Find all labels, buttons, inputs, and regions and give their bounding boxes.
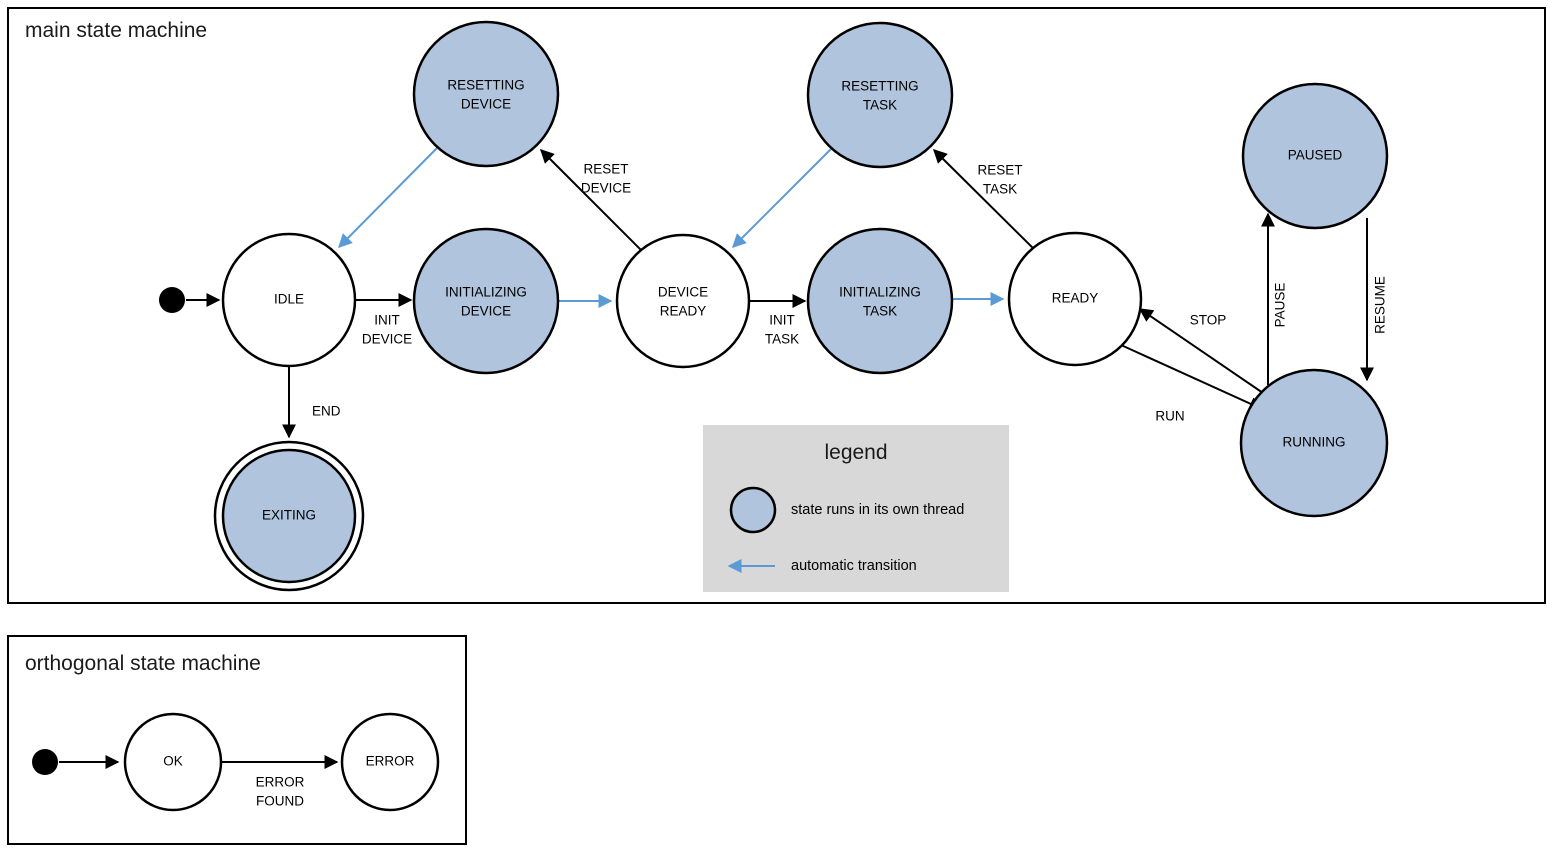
state-circle-ok[interactable] xyxy=(123,712,223,812)
state-circle-initializing-task[interactable] xyxy=(806,227,954,375)
legend-item-auto-transition-label: automatic transition xyxy=(791,558,917,574)
transition-device-ready-to-initializing-task: INIT TASK xyxy=(750,294,807,347)
state-label-initializing-device-line2: DEVICE xyxy=(461,304,511,319)
state-node-resetting-device[interactable]: RESETTING DEVICE xyxy=(412,20,560,168)
legend-item-thread-state: state runs in its own thread xyxy=(729,486,964,534)
transition-orth-start-to-ok xyxy=(32,749,120,775)
edge-label-resume: RESUME xyxy=(1373,276,1388,334)
legend-item-thread-state-label: state runs in its own thread xyxy=(791,502,964,518)
edge-resetting-task-to-device-ready xyxy=(732,148,832,248)
state-label-resetting-device-line1: RESETTING xyxy=(447,78,524,93)
edge-label-init-task-line2: TASK xyxy=(765,332,799,347)
state-node-device-ready[interactable]: DEVICE READY xyxy=(615,233,751,369)
transition-idle-to-exiting: END xyxy=(282,366,341,439)
edge-label-error-found-line1: ERROR xyxy=(256,775,305,790)
main-frame-title: main state machine xyxy=(25,19,207,42)
state-circle-initializing-device[interactable] xyxy=(412,227,560,375)
state-label-error: ERROR xyxy=(366,754,415,769)
state-circle-resetting-device[interactable] xyxy=(412,20,560,168)
edge-label-init-device-line2: DEVICE xyxy=(362,332,412,347)
edge-label-pause: PAUSE xyxy=(1273,283,1288,328)
state-label-running: RUNNING xyxy=(1283,435,1346,450)
edge-label-stop: STOP xyxy=(1190,313,1227,328)
transition-idle-to-initializing-device: INIT DEVICE xyxy=(355,293,413,347)
legend-item-auto-transition: automatic transition xyxy=(727,558,917,574)
state-node-ok[interactable]: OK xyxy=(123,712,223,812)
state-node-resetting-task[interactable]: RESETTING TASK xyxy=(806,21,954,169)
state-label-initializing-device-line1: INITIALIZING xyxy=(445,285,527,300)
transition-running-to-ready: STOP xyxy=(1138,308,1264,394)
state-circle-error[interactable] xyxy=(340,712,440,812)
state-circle-exiting[interactable] xyxy=(221,448,357,584)
state-node-idle[interactable]: IDLE xyxy=(221,232,357,368)
transition-start-to-idle xyxy=(159,287,221,313)
transition-resetting-task-to-device-ready xyxy=(732,148,832,248)
orthogonal-initial-state-dot xyxy=(32,749,58,775)
state-label-initializing-task-line2: TASK xyxy=(863,304,897,319)
edge-resetting-device-to-idle xyxy=(338,147,438,248)
edge-label-error-found-line2: FOUND xyxy=(256,794,304,809)
edge-ready-to-resetting-task xyxy=(933,149,1042,257)
state-node-error[interactable]: ERROR xyxy=(340,712,440,812)
state-node-running[interactable]: RUNNING xyxy=(1239,368,1389,518)
edge-label-init-device-line1: INIT xyxy=(374,313,400,328)
transition-device-ready-to-resetting-device: RESET DEVICE xyxy=(540,149,650,259)
edge-label-init-task-line1: INIT xyxy=(769,313,795,328)
state-label-device-ready-line1: DEVICE xyxy=(658,285,708,300)
state-circle-idle[interactable] xyxy=(221,232,357,368)
edge-label-run: RUN xyxy=(1155,409,1184,424)
transition-paused-to-running: RESUME xyxy=(1360,218,1388,382)
edge-label-reset-device-line1: RESET xyxy=(583,162,628,177)
state-label-device-ready-line2: READY xyxy=(660,304,707,319)
transition-ready-to-running: RUN xyxy=(1120,344,1264,424)
edge-running-to-ready xyxy=(1138,308,1264,394)
state-circle-ready[interactable] xyxy=(1007,231,1143,367)
state-label-exiting: EXITING xyxy=(262,508,316,523)
edge-ready-to-running xyxy=(1120,344,1264,411)
state-node-initializing-device[interactable]: INITIALIZING DEVICE xyxy=(412,227,560,375)
state-label-paused: PAUSED xyxy=(1288,148,1343,163)
state-node-paused[interactable]: PAUSED xyxy=(1241,82,1389,230)
legend: legend state runs in its own thread auto… xyxy=(703,425,1009,592)
state-circle-resetting-task[interactable] xyxy=(806,21,954,169)
state-circle-paused[interactable] xyxy=(1241,82,1389,230)
state-label-resetting-device-line2: DEVICE xyxy=(461,97,511,112)
state-node-initializing-task[interactable]: INITIALIZING TASK xyxy=(806,227,954,375)
transition-ready-to-resetting-task: RESET TASK xyxy=(933,149,1042,257)
state-label-idle: IDLE xyxy=(274,292,304,307)
state-node-exiting[interactable]: EXITING xyxy=(213,440,365,592)
edge-label-reset-device-line2: DEVICE xyxy=(581,181,631,196)
edge-device-ready-to-resetting-device xyxy=(540,149,650,259)
orthogonal-frame-title: orthogonal state machine xyxy=(25,652,261,675)
edge-label-reset-task-line1: RESET xyxy=(977,163,1022,178)
state-circle-running[interactable] xyxy=(1239,368,1389,518)
state-node-ready[interactable]: READY xyxy=(1007,231,1143,367)
transition-ok-to-error: ERROR FOUND xyxy=(221,755,339,809)
state-label-initializing-task-line1: INITIALIZING xyxy=(839,285,921,300)
edge-label-end: END xyxy=(312,404,341,419)
state-label-resetting-task-line1: RESETTING xyxy=(841,79,918,94)
transition-running-to-paused: PAUSE xyxy=(1261,212,1288,385)
edge-label-reset-task-line2: TASK xyxy=(983,182,1017,197)
state-label-ok: OK xyxy=(163,754,183,769)
initial-state-dot xyxy=(159,287,185,313)
state-circle-device-ready[interactable] xyxy=(615,233,751,369)
legend-title: legend xyxy=(824,441,887,464)
transition-resetting-device-to-idle xyxy=(338,147,438,248)
state-label-ready: READY xyxy=(1052,291,1099,306)
thread-state-circle-icon xyxy=(729,486,777,534)
state-label-resetting-task-line2: TASK xyxy=(863,98,897,113)
